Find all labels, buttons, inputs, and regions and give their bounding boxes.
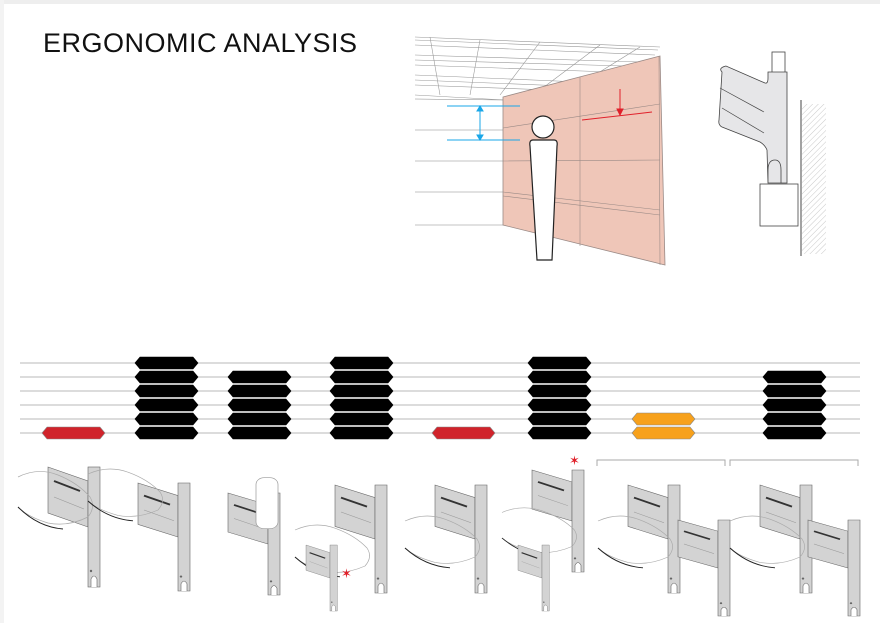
- rating-bars: [41, 356, 827, 440]
- rating-bar-high: [329, 426, 394, 440]
- rating-bar-high: [762, 426, 827, 440]
- human-figure: [529, 115, 558, 261]
- rating-bar-high: [134, 356, 199, 370]
- sketch-5: [404, 484, 488, 594]
- rating-bar-high: [227, 426, 292, 440]
- rating-bar-high: [329, 370, 394, 384]
- rating-bar-high: [762, 398, 827, 412]
- rating-bar-high: [329, 412, 394, 426]
- sketch-1: [17, 466, 101, 588]
- room-perspective-illustration: [414, 36, 666, 266]
- page-title: ERGONOMIC ANALYSIS: [43, 28, 358, 58]
- side-wall-lines: [414, 98, 504, 226]
- rating-bar-high: [329, 356, 394, 370]
- rating-bar-high: [134, 398, 199, 412]
- rating-bar-high: [134, 426, 199, 440]
- rating-bar-high: [329, 398, 394, 412]
- rating-bar-high: [762, 412, 827, 426]
- group-bracket: [596, 459, 726, 466]
- rating-bar-high: [134, 370, 199, 384]
- rating-bar-high: [527, 370, 592, 384]
- hand-interaction-sketches: ✶ ✶: [17, 453, 861, 617]
- sketch-6-detail: [517, 544, 550, 612]
- sketch-7b: [677, 519, 731, 617]
- sketch-7: [597, 484, 681, 594]
- rating-bar-high: [527, 398, 592, 412]
- rating-bar-high: [134, 412, 199, 426]
- sketch-2: [87, 468, 191, 592]
- deflection-marker: [581, 89, 653, 121]
- group-bracket: [729, 459, 859, 466]
- rating-bar-high: [762, 370, 827, 384]
- issue-star-icon: ✶: [341, 566, 352, 581]
- top-border: [0, 0, 880, 4]
- rating-bar-high: [527, 412, 592, 426]
- sketch-8b: [807, 519, 861, 617]
- rating-bar-bad: [431, 426, 496, 440]
- rating-bar-high: [227, 412, 292, 426]
- rating-bar-bad: [41, 426, 106, 440]
- sketch-8: [729, 484, 813, 594]
- rating-bar-medium: [631, 412, 696, 426]
- rating-bar-high: [227, 370, 292, 384]
- rating-bar-high: [227, 398, 292, 412]
- wall-hatch: [802, 104, 826, 254]
- rating-bar-high: [134, 384, 199, 398]
- rating-bar-high: [227, 384, 292, 398]
- sketch-4-detail: [305, 544, 338, 612]
- issue-star-icon: ✶: [569, 453, 580, 468]
- profile-section-detail: [718, 51, 826, 256]
- rating-bar-high: [527, 356, 592, 370]
- rating-bar-high: [527, 384, 592, 398]
- sketch-3: [227, 477, 281, 596]
- rating-bar-high: [762, 384, 827, 398]
- rating-bar-high: [527, 426, 592, 440]
- height-guide: [447, 105, 520, 141]
- rating-bar-medium: [631, 426, 696, 440]
- ceiling-grid: [414, 36, 661, 101]
- left-border: [0, 0, 4, 623]
- rating-bar-high: [329, 384, 394, 398]
